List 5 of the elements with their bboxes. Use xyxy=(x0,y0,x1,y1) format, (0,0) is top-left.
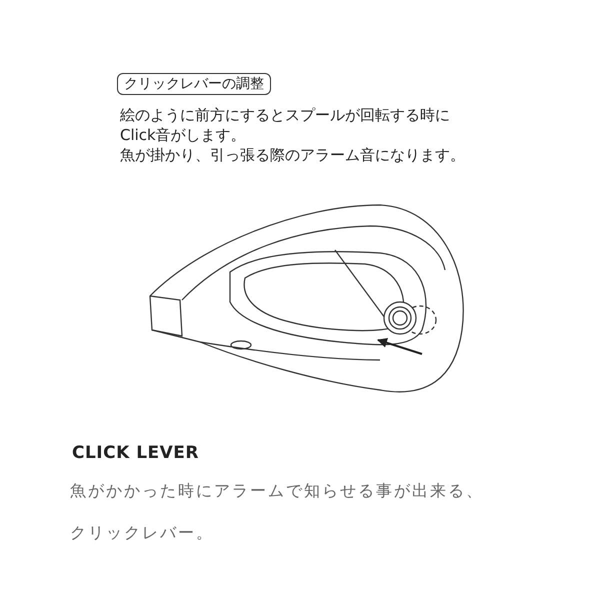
section-heading: CLICK LEVER xyxy=(72,443,200,463)
heading-box: クリックレバーの調整 xyxy=(117,73,271,95)
instruction-text: 魚が掛かり、引っ張る際のアラーム音になります。 xyxy=(120,145,465,165)
instruction-text: 絵のように前方にするとスプールが回転する時にClick音がします。 xyxy=(120,105,451,145)
description-text: 魚がかかった時にアラームで知らせる事が出来る、クリックレバー。 xyxy=(70,480,485,544)
